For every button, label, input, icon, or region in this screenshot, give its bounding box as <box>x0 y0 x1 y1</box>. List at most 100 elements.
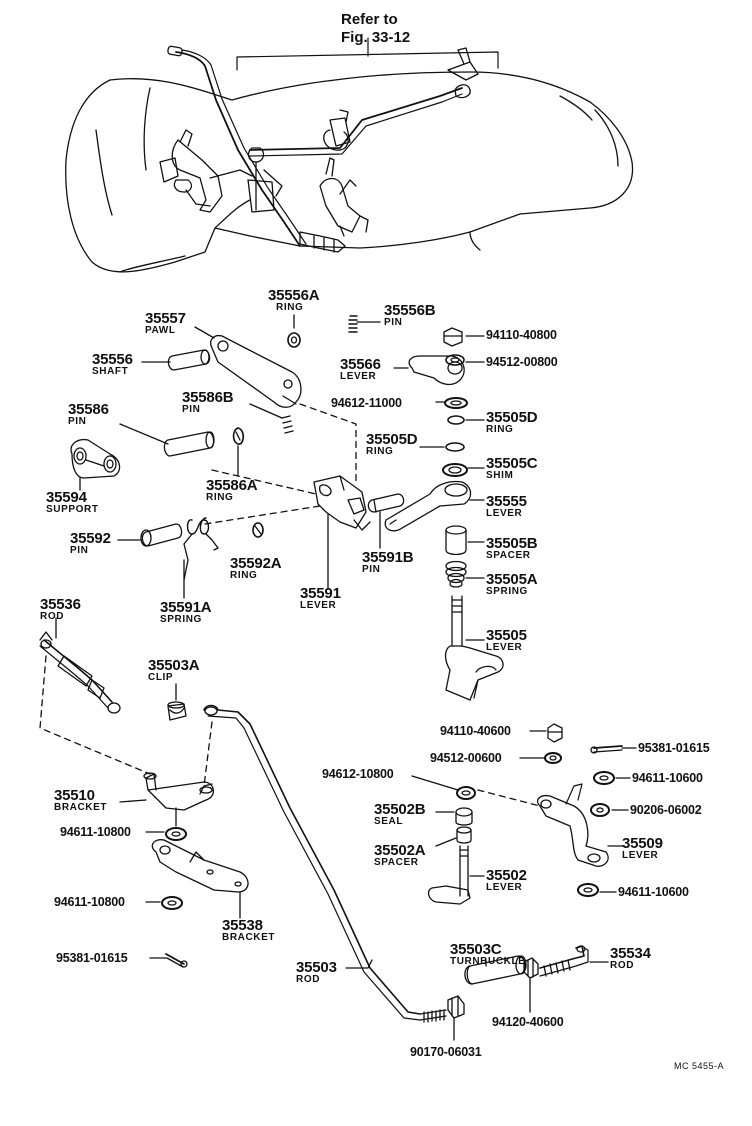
nut-94120-40600 <box>523 957 539 979</box>
leader <box>345 959 373 969</box>
pin-35592 <box>140 523 183 547</box>
pin-35556B <box>348 315 358 333</box>
leader <box>435 837 457 847</box>
callout-94612-11000: 94612-11000 <box>331 396 402 410</box>
ring-35592A <box>252 522 264 538</box>
callout-95381-01615-right: 95381-01615 <box>638 741 710 755</box>
bracket-35538 <box>151 839 249 893</box>
washer-94512-00800 <box>445 354 465 366</box>
washer-94611-10600-a <box>593 771 615 785</box>
lever-35591 <box>313 475 371 531</box>
callout-94110-40600: 94110-40600 <box>440 724 511 738</box>
washer-94611-10800-b <box>161 896 183 910</box>
callout-94120-40600: 94120-40600 <box>492 1015 564 1029</box>
nut-94110-40600 <box>547 723 563 743</box>
leader <box>119 799 147 803</box>
pin-35586B <box>281 415 294 434</box>
assembly-line <box>477 789 541 807</box>
pin-35591B <box>367 493 405 513</box>
callout-94512-00600: 94512-00600 <box>430 751 502 765</box>
cotter-pin-95381-01615-a <box>165 953 188 968</box>
lever-35502 <box>427 845 471 905</box>
clip-35503A <box>167 701 187 721</box>
reference-line-2: Fig. 33-12 <box>341 29 411 46</box>
ring-35505D-a <box>447 415 465 425</box>
rod-35534 <box>539 945 589 977</box>
ring-35556A <box>287 332 301 348</box>
ring-35505D-b <box>445 442 465 452</box>
callout-94611-10600-lower: 94611-10600 <box>618 885 689 899</box>
spacer-35502A <box>456 826 472 844</box>
leader <box>194 326 215 339</box>
assembly-line <box>203 721 213 787</box>
spacer-35505B <box>445 525 467 556</box>
lever-35555 <box>384 480 472 532</box>
nut-90170-06031 <box>447 995 465 1019</box>
callout-94611-10800-lower: 94611-10800 <box>54 895 125 909</box>
shim-35505C <box>442 463 468 477</box>
lever-35509 <box>536 783 609 867</box>
lever-35505 <box>444 595 504 701</box>
assembly-line <box>204 505 321 525</box>
callout-90206-06002: 90206-06002 <box>630 803 702 817</box>
leader <box>411 775 459 791</box>
cotter-pin-95381-01615-b <box>590 745 623 754</box>
support-35594 <box>70 438 121 479</box>
lever-35566 <box>408 355 465 386</box>
turnbuckle-35503C <box>464 955 527 985</box>
washer-94611-10800-a <box>165 827 187 841</box>
callout-94611-10600-upper: 94611-10600 <box>632 771 703 785</box>
washer-90206-06002 <box>590 803 610 817</box>
spring-35591A <box>183 517 219 581</box>
transmission-overview <box>65 37 634 273</box>
callout-90170-06031: 90170-06031 <box>410 1045 482 1059</box>
leader <box>249 403 283 419</box>
assembly-line <box>211 469 317 495</box>
washer-94612-10800 <box>456 786 476 800</box>
seal-35502B <box>455 807 473 826</box>
pin-35586 <box>163 431 215 457</box>
callout-94512-00800: 94512-00800 <box>486 355 558 369</box>
assembly-line <box>299 403 357 485</box>
spring-35505A <box>445 560 467 588</box>
callout-94612-10800: 94612-10800 <box>322 767 394 781</box>
leader <box>119 423 169 445</box>
callout-94611-10800-upper: 94611-10800 <box>60 825 131 839</box>
nut-94110-40800 <box>443 327 463 347</box>
washer-94611-10600-b <box>577 883 599 897</box>
reference-line-1: Refer to <box>341 11 398 28</box>
ring-35586A <box>232 427 245 445</box>
callout-95381-01615-left: 95381-01615 <box>56 951 128 965</box>
washer-94612-11000 <box>444 397 468 409</box>
